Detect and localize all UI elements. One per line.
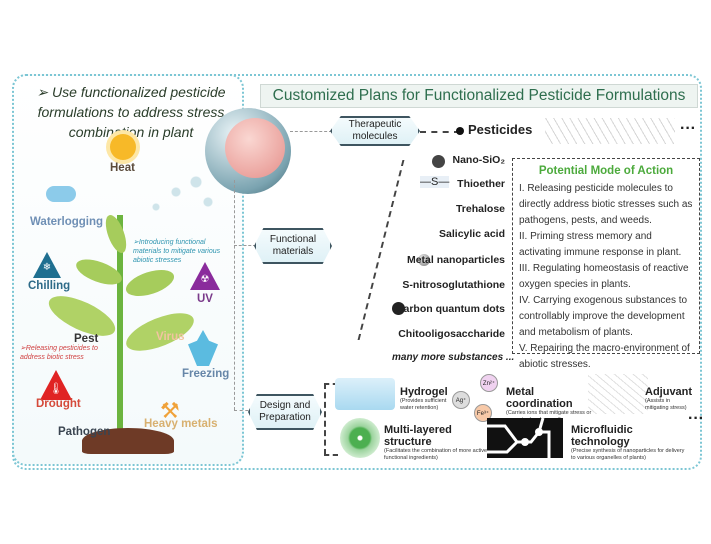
- bubbles: [140, 172, 220, 222]
- branch-design-preparation: Design and Preparation: [248, 394, 322, 430]
- metal-nanoparticle-icon: [418, 254, 430, 266]
- connector-dot: [456, 127, 464, 135]
- design-title: Multi-layered structure: [384, 424, 452, 448]
- design-title: Adjuvant: [645, 386, 693, 398]
- design-subtitle: (Precise synthesis of nanoparticles for …: [571, 448, 685, 461]
- carbon-dot-icon: [392, 302, 405, 315]
- connector-line: [234, 245, 256, 246]
- connector-line: [324, 454, 338, 456]
- design-title: Metal coordination: [506, 386, 573, 410]
- design-ellipsis: ···: [688, 410, 704, 427]
- material-item: Chitooligosaccharide: [398, 328, 505, 340]
- adjuvant-molecule-image: [588, 374, 648, 414]
- stress-freezing: Freezing: [182, 368, 230, 380]
- connector-line: [420, 131, 460, 133]
- hammer-icon: ⚒: [160, 398, 180, 423]
- stress-pathogen: Pathogen: [58, 426, 111, 438]
- material-item: S-nitrosoglutathione: [402, 279, 505, 291]
- moa-item: II. Priming stress memory and activating…: [519, 231, 682, 258]
- soil: [82, 428, 174, 454]
- hydrogel-image: [335, 378, 395, 410]
- stress-heat: Heat: [110, 162, 135, 174]
- design-item-microfluidic: Microfluidic technology (Precise synthes…: [571, 424, 686, 461]
- branch-therapeutic-molecules: Therapeutic molecules: [330, 116, 420, 146]
- nanocapsule-core: [225, 118, 285, 178]
- pesticide-molecules: [545, 118, 675, 144]
- ion-fe: Fe³⁺: [474, 404, 492, 422]
- cloud-icon: [46, 186, 76, 202]
- stress-uv: UV: [197, 293, 213, 305]
- connector-line: [324, 383, 326, 455]
- material-item: Metal nanoparticles: [406, 254, 505, 266]
- multi-layered-image: [340, 418, 380, 458]
- ion-ag: Ag⁺: [452, 391, 470, 409]
- design-subtitle: (Provides sufficient water retention): [400, 398, 447, 411]
- moa-item: III. Regulating homeostasis of reactive …: [519, 263, 689, 290]
- material-item: Salicylic acid: [439, 228, 505, 240]
- material-item: Carbon quantum dots: [395, 303, 505, 315]
- connector-line: [234, 180, 235, 410]
- more-substances: many more substances ...: [392, 352, 515, 363]
- connector-line: [234, 410, 254, 411]
- design-subtitle: (Facilitates the combination of more act…: [384, 448, 494, 461]
- stress-virus: Virus: [156, 331, 185, 343]
- stress-chilling: Chilling: [28, 280, 71, 292]
- stress-pest: Pest: [74, 333, 99, 345]
- material-item: Trehalose: [455, 203, 505, 215]
- material-item: Nano-SiO₂: [452, 154, 506, 166]
- design-item-multi-layered: Multi-layered structure (Facilitates the…: [384, 424, 499, 461]
- stress-drought: Drought: [36, 398, 81, 410]
- diagram-title: Customized Plans for Functionalized Pest…: [260, 84, 698, 108]
- microfluidic-chip-image: [487, 417, 563, 458]
- abiotic-note: ➢Introducing functional materials to mit…: [133, 239, 221, 264]
- mode-of-action-box: Potential Mode of Action I. Releasing pe…: [512, 158, 700, 370]
- moa-item: V. Repairing the macro-environment of ab…: [519, 343, 690, 370]
- pesticides-label: Pesticides: [468, 122, 533, 137]
- biotic-note: ➢Releasing pesticides to address biotic …: [20, 345, 98, 361]
- ion-zn: Zn²⁺: [480, 374, 498, 392]
- stress-waterlogging: Waterlogging: [30, 216, 104, 228]
- connector-line: [290, 131, 332, 132]
- material-item: Thioether: [457, 178, 505, 190]
- sun-icon: [110, 134, 136, 160]
- thioether-glyph: —S—: [420, 176, 450, 188]
- design-subtitle: (Assists in mitigating stress): [645, 398, 687, 411]
- moa-title: Potential Mode of Action: [538, 165, 674, 177]
- microfluidic-channel-icon: [487, 417, 551, 458]
- design-title: Hydrogel: [400, 386, 448, 398]
- headline: ➢ Use functionalized pesticide formulati…: [36, 84, 226, 140]
- design-item-hydrogel: Hydrogel (Provides sufficient water rete…: [400, 386, 460, 411]
- design-item-adjuvant: Adjuvant (Assists in mitigating stress): [645, 386, 695, 411]
- plant-stem: [117, 215, 123, 430]
- stress-heavy-metals: Heavy metals: [144, 418, 218, 430]
- moa-item: IV. Carrying exogenous substances to con…: [519, 295, 688, 338]
- branch-functional-materials: Functional materials: [254, 228, 332, 264]
- connector-line: [324, 383, 338, 385]
- design-title: Microfluidic technology: [571, 424, 633, 448]
- nano-sio2-icon: [432, 155, 445, 168]
- pesticides-ellipsis: ···: [680, 120, 696, 137]
- moa-item: I. Releasing pesticide molecules to dire…: [519, 183, 693, 226]
